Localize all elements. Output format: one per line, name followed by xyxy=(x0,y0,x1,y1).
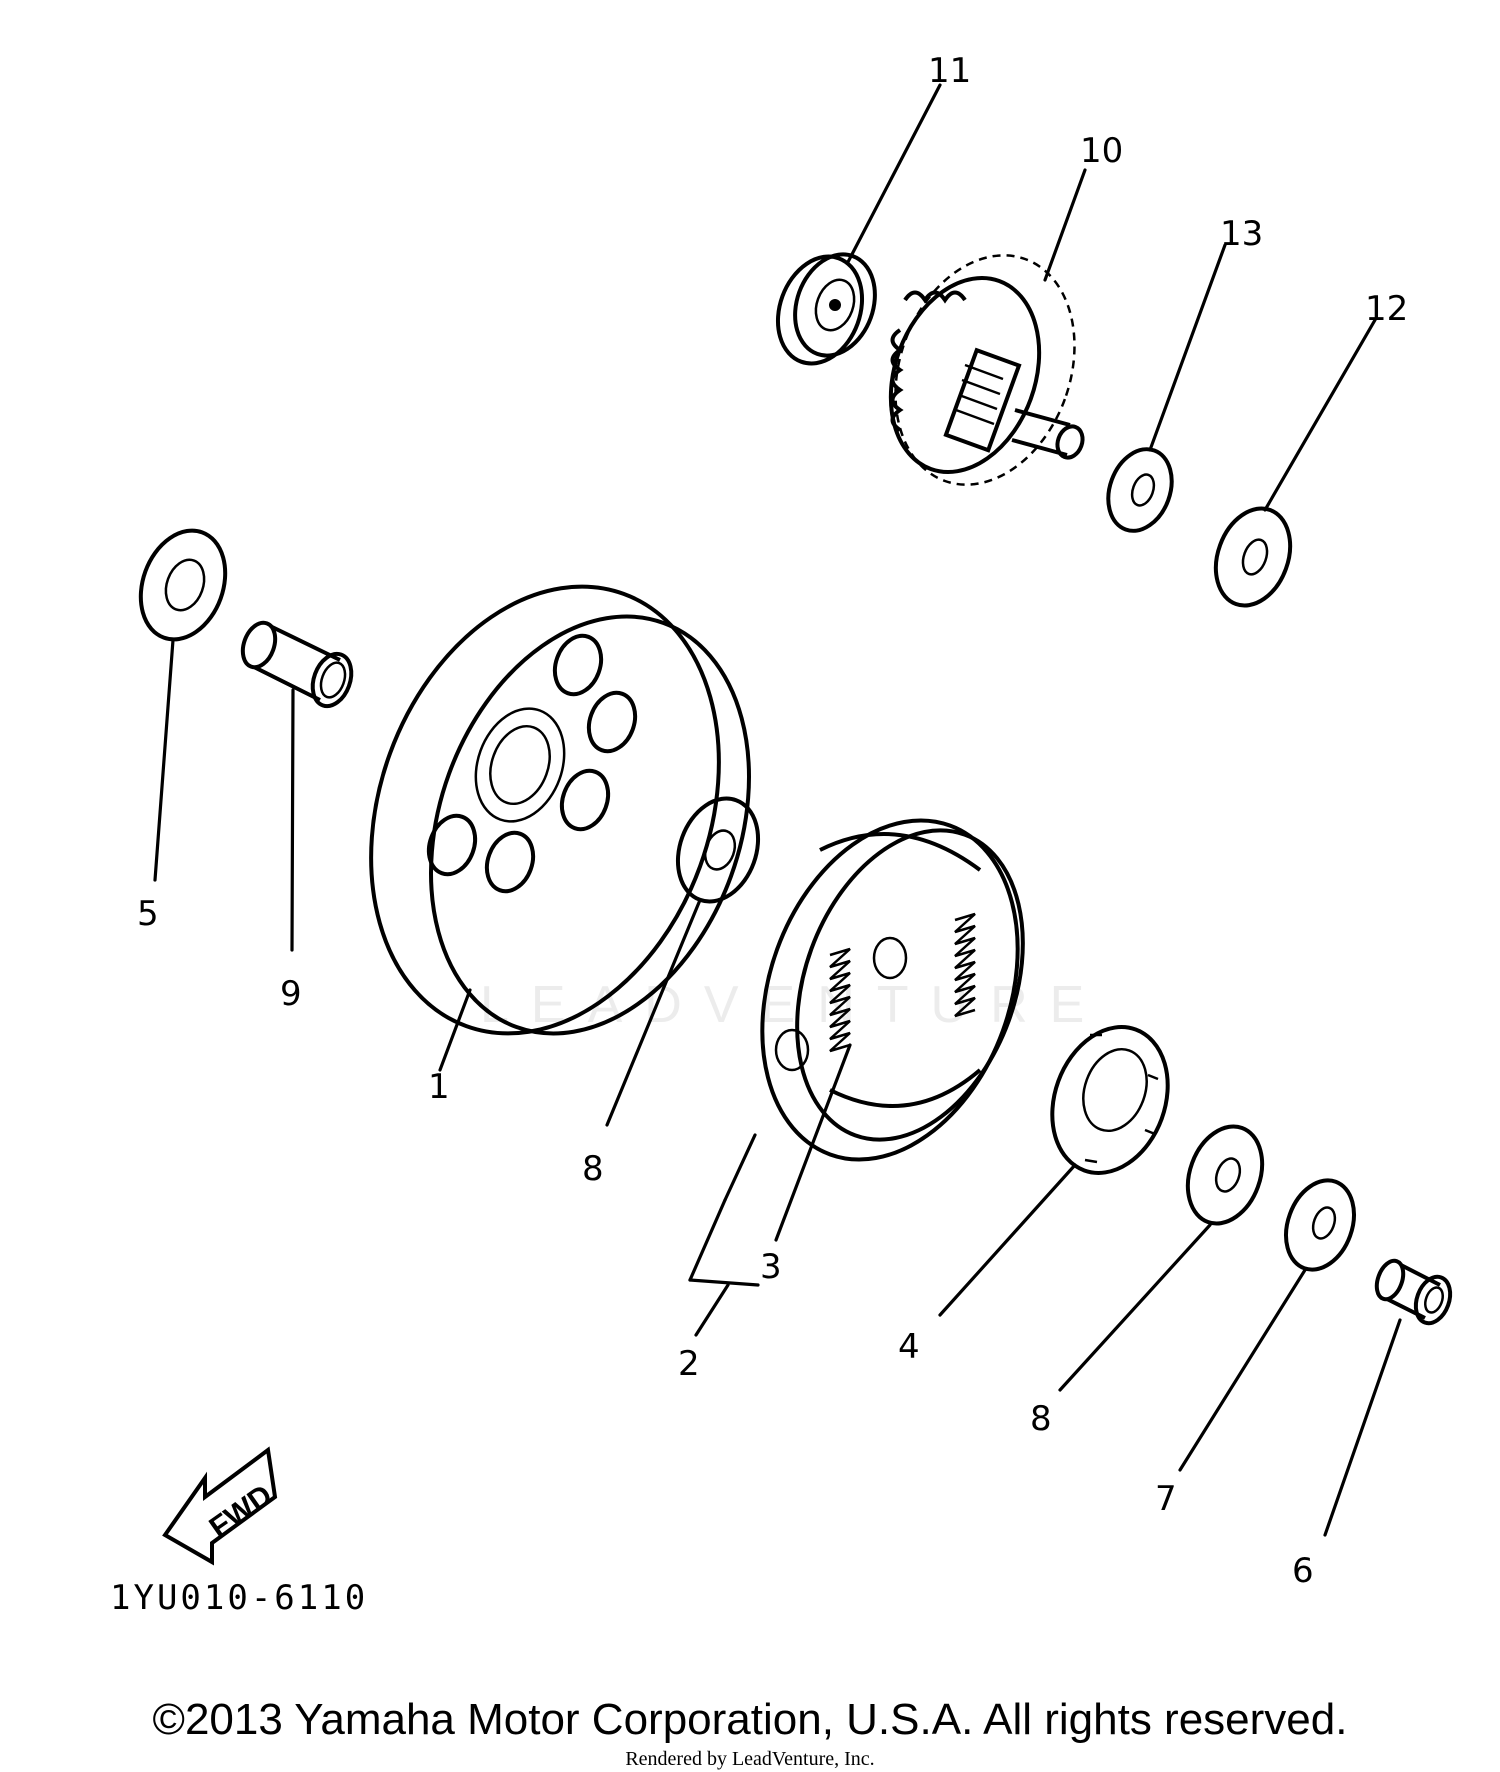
callout-7: 7 xyxy=(1155,1479,1177,1519)
callout-13: 13 xyxy=(1220,214,1263,254)
part-2-3-clutch-shoe-assembly[interactable] xyxy=(717,785,1063,1196)
callout-1: 1 xyxy=(428,1067,450,1107)
callout-8-lower: 8 xyxy=(1030,1399,1052,1439)
callout-11: 11 xyxy=(928,51,971,91)
callout-8-upper: 8 xyxy=(582,1149,604,1189)
callout-3: 3 xyxy=(760,1247,782,1287)
callout-2: 2 xyxy=(678,1344,700,1384)
part-13-washer[interactable] xyxy=(1097,440,1182,539)
part-1-clutch-housing[interactable] xyxy=(311,537,804,1082)
rendered-by-notice: Rendered by LeadVenture, Inc. xyxy=(625,1748,875,1770)
callout-12: 12 xyxy=(1365,289,1408,329)
callout-5: 5 xyxy=(137,894,159,934)
part-8-washer-upper[interactable] xyxy=(664,787,772,913)
copyright-notice: ©2013 Yamaha Motor Corporation, U.S.A. A… xyxy=(152,1695,1348,1744)
fwd-arrow-icon: FWD xyxy=(162,1446,278,1566)
part-6-nut[interactable] xyxy=(1372,1257,1456,1328)
callout-9: 9 xyxy=(280,974,302,1014)
spring-left xyxy=(829,947,851,1053)
callout-6: 6 xyxy=(1292,1551,1314,1591)
part-9-collar[interactable] xyxy=(237,618,358,711)
callout-10: 10 xyxy=(1080,131,1123,171)
part-4-hub[interactable] xyxy=(1033,1011,1188,1190)
spring-right xyxy=(954,912,976,1018)
catalog-code: 1YU010-6110 xyxy=(110,1578,369,1618)
part-5-washer[interactable] xyxy=(126,519,239,652)
watermark: LEADVENTURE xyxy=(480,976,1107,1034)
part-10-gear-assembly[interactable] xyxy=(865,230,1105,510)
part-7-washer[interactable] xyxy=(1274,1171,1366,1279)
leader-lines xyxy=(153,83,1402,1537)
part-11-bearing[interactable] xyxy=(764,243,889,375)
part-8-washer-lower[interactable] xyxy=(1175,1116,1275,1234)
part-12-washer[interactable] xyxy=(1203,498,1303,616)
callout-4: 4 xyxy=(898,1327,920,1367)
